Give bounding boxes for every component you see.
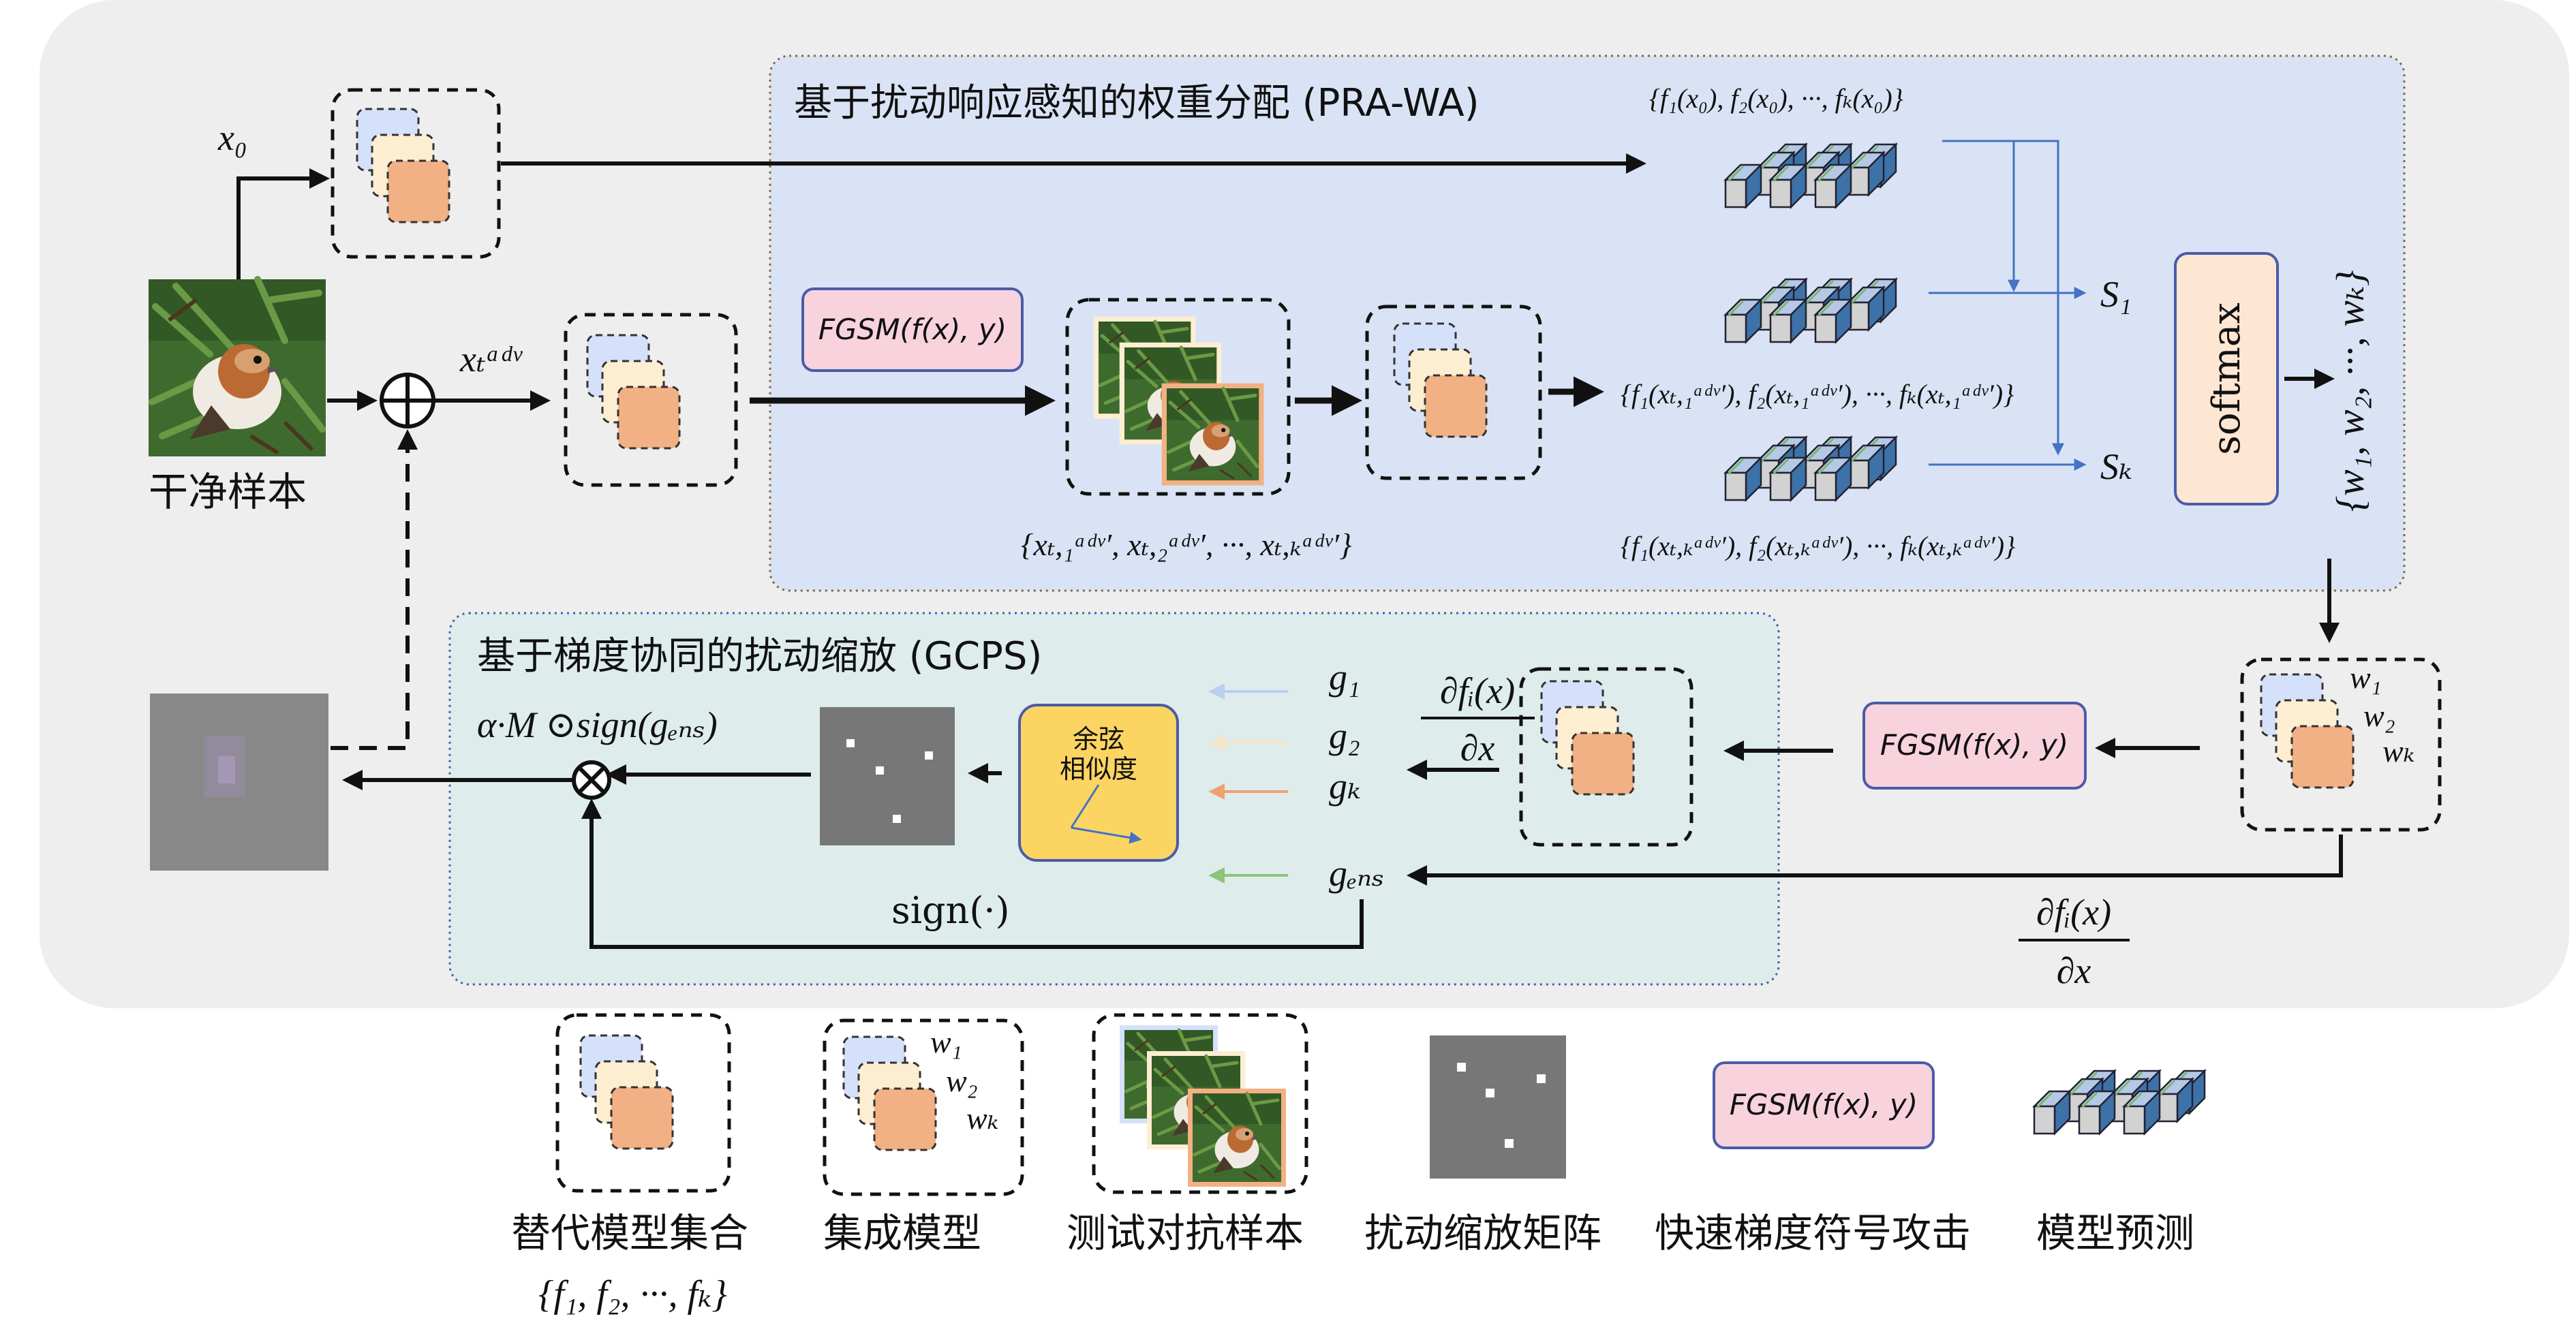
surrogate-models-mid [1365,305,1542,480]
g2-label: g₂ [1329,715,1360,756]
softmax-box: softmax [2174,252,2279,505]
gradient-fraction-bottom: ∂fᵢ(x) ∂x [2019,892,2130,991]
pred-adv-1-label: {f₁(xₜ,₁ᵃᵈᵛ′), f₂(xₜ,₁ᵃᵈᵛ′), ···, fₖ(xₜ,… [1621,379,2014,409]
svg-text:FGSM(f(x), y): FGSM(f(x), y) [1730,1088,1918,1121]
legend-surrogate-set: {f₁, f₂, ···, fₖ} [538,1273,727,1315]
x0-label: x₀ [217,117,247,158]
fgsm-box-bottom: FGSM(f(x), y) [1862,702,2087,790]
clean-sample-image [149,279,326,456]
svg-text:softmax: softmax [2205,302,2249,455]
adv-set-label: {xₜ,₁ᵃᵈᵛ′, xₜ,₂ᵃᵈᵛ′, ···, xₜ,ₖᵃᵈᵛ′} [1021,527,1351,562]
svg-text:w₁: w₁ [930,1025,962,1059]
svg-text:∂x: ∂x [2057,950,2091,991]
svg-text:FGSM(f(x), y): FGSM(f(x), y) [1880,728,2068,762]
perturbation-image [150,693,328,871]
svg-text:∂fᵢ(x): ∂fᵢ(x) [2036,892,2111,933]
legend-fgsm-icon: FGSM(f(x), y) [1713,1061,1935,1149]
svg-text:w₂: w₂ [2363,698,2395,733]
arrow-x0 [236,168,330,279]
surrogate-models-gcps [1519,667,1693,847]
arrow-ensemble-to-gens [1407,835,2343,886]
cosine-similarity-box: 余弦 相似度 [1018,704,1179,862]
alpha-m-sign-label: α·M ⊙sign(gₑₙₛ) [477,704,718,745]
svg-text:相似度: 相似度 [1060,754,1137,784]
xt-adv-label: xₜᵃᵈᵛ [459,339,523,379]
surrogate-models-top [331,88,501,259]
gcps-title: 基于梯度协同的扰动缩放 (GCPS) [477,634,1042,679]
legend-scaling-matrix-label: 扰动缩放矩阵 [1364,1210,1601,1256]
svg-text:∂fᵢ(x): ∂fᵢ(x) [1440,670,1515,711]
s1-label: S₁ [2100,274,2132,315]
legend-fgsm-label: 快速梯度符号攻击 [1655,1210,1971,1256]
weights-label: {w₁, w₂, ···, wₖ} [2328,270,2372,512]
svg-text:w₁: w₁ [2350,660,2382,695]
oplus-symbol [380,373,435,428]
svg-text:FGSM(f(x), y): FGSM(f(x), y) [818,313,1007,346]
gradient-fraction: ∂fᵢ(x) ∂x [1421,670,1535,768]
legend-ensemble-label: 集成模型 [823,1210,981,1256]
otimes-symbol [572,760,611,800]
legend-model-prediction-label: 模型预测 [2036,1210,2194,1256]
legend-model-prediction-icon [2034,1071,2205,1134]
clean-sample-label: 干净样本 [149,469,307,515]
legend-surrogate-label: 替代模型集合 [511,1210,748,1256]
gens-label: gₑₙₛ [1329,853,1384,894]
surrogate-models-adv [564,313,738,487]
legend-test-adv-label: 测试对抗样本 [1067,1210,1304,1256]
pred-clean-label: {f₁(x₀), f₂(x₀), ···, fₖ(x₀)} [1649,83,1903,114]
fgsm-box-top: FGSM(f(x), y) [801,287,1024,372]
svg-text:∂x: ∂x [1460,728,1495,768]
svg-text:余弦: 余弦 [1073,724,1124,754]
gk-label: gₖ [1329,766,1361,807]
sk-label: Sₖ [2100,446,2132,487]
legend-test-adv-icon [1092,1013,1308,1194]
blue-connector-sk [2014,140,2064,456]
dashed-feedback-arrow [331,429,418,750]
svg-text:wₖ: wₖ [966,1101,998,1136]
sign-dot-label: sign(·) [891,889,1010,932]
scaling-matrix [820,707,955,845]
legend-surrogate-icon [555,1013,731,1193]
svg-text:w₂: w₂ [946,1063,978,1098]
pred-adv-k-label: {f₁(xₜ,ₖᵃᵈᵛ′), f₂(xₜ,ₖᵃᵈᵛ′), ···, fₖ(xₜ,… [1621,531,2015,561]
test-adversarial-samples [1065,298,1291,496]
legend-ensemble-icon: w₁ w₂ wₖ [823,1018,1024,1196]
svg-text:wₖ: wₖ [2382,734,2414,768]
pra-wa-title: 基于扰动响应感知的权重分配 (PRA-WA) [794,81,1479,125]
ensemble-model-right: w₁ w₂ wₖ [2240,657,2442,832]
g1-label: g₁ [1329,657,1360,698]
legend-scaling-matrix-icon [1430,1035,1566,1179]
arrow-sign-loop [581,798,1364,949]
